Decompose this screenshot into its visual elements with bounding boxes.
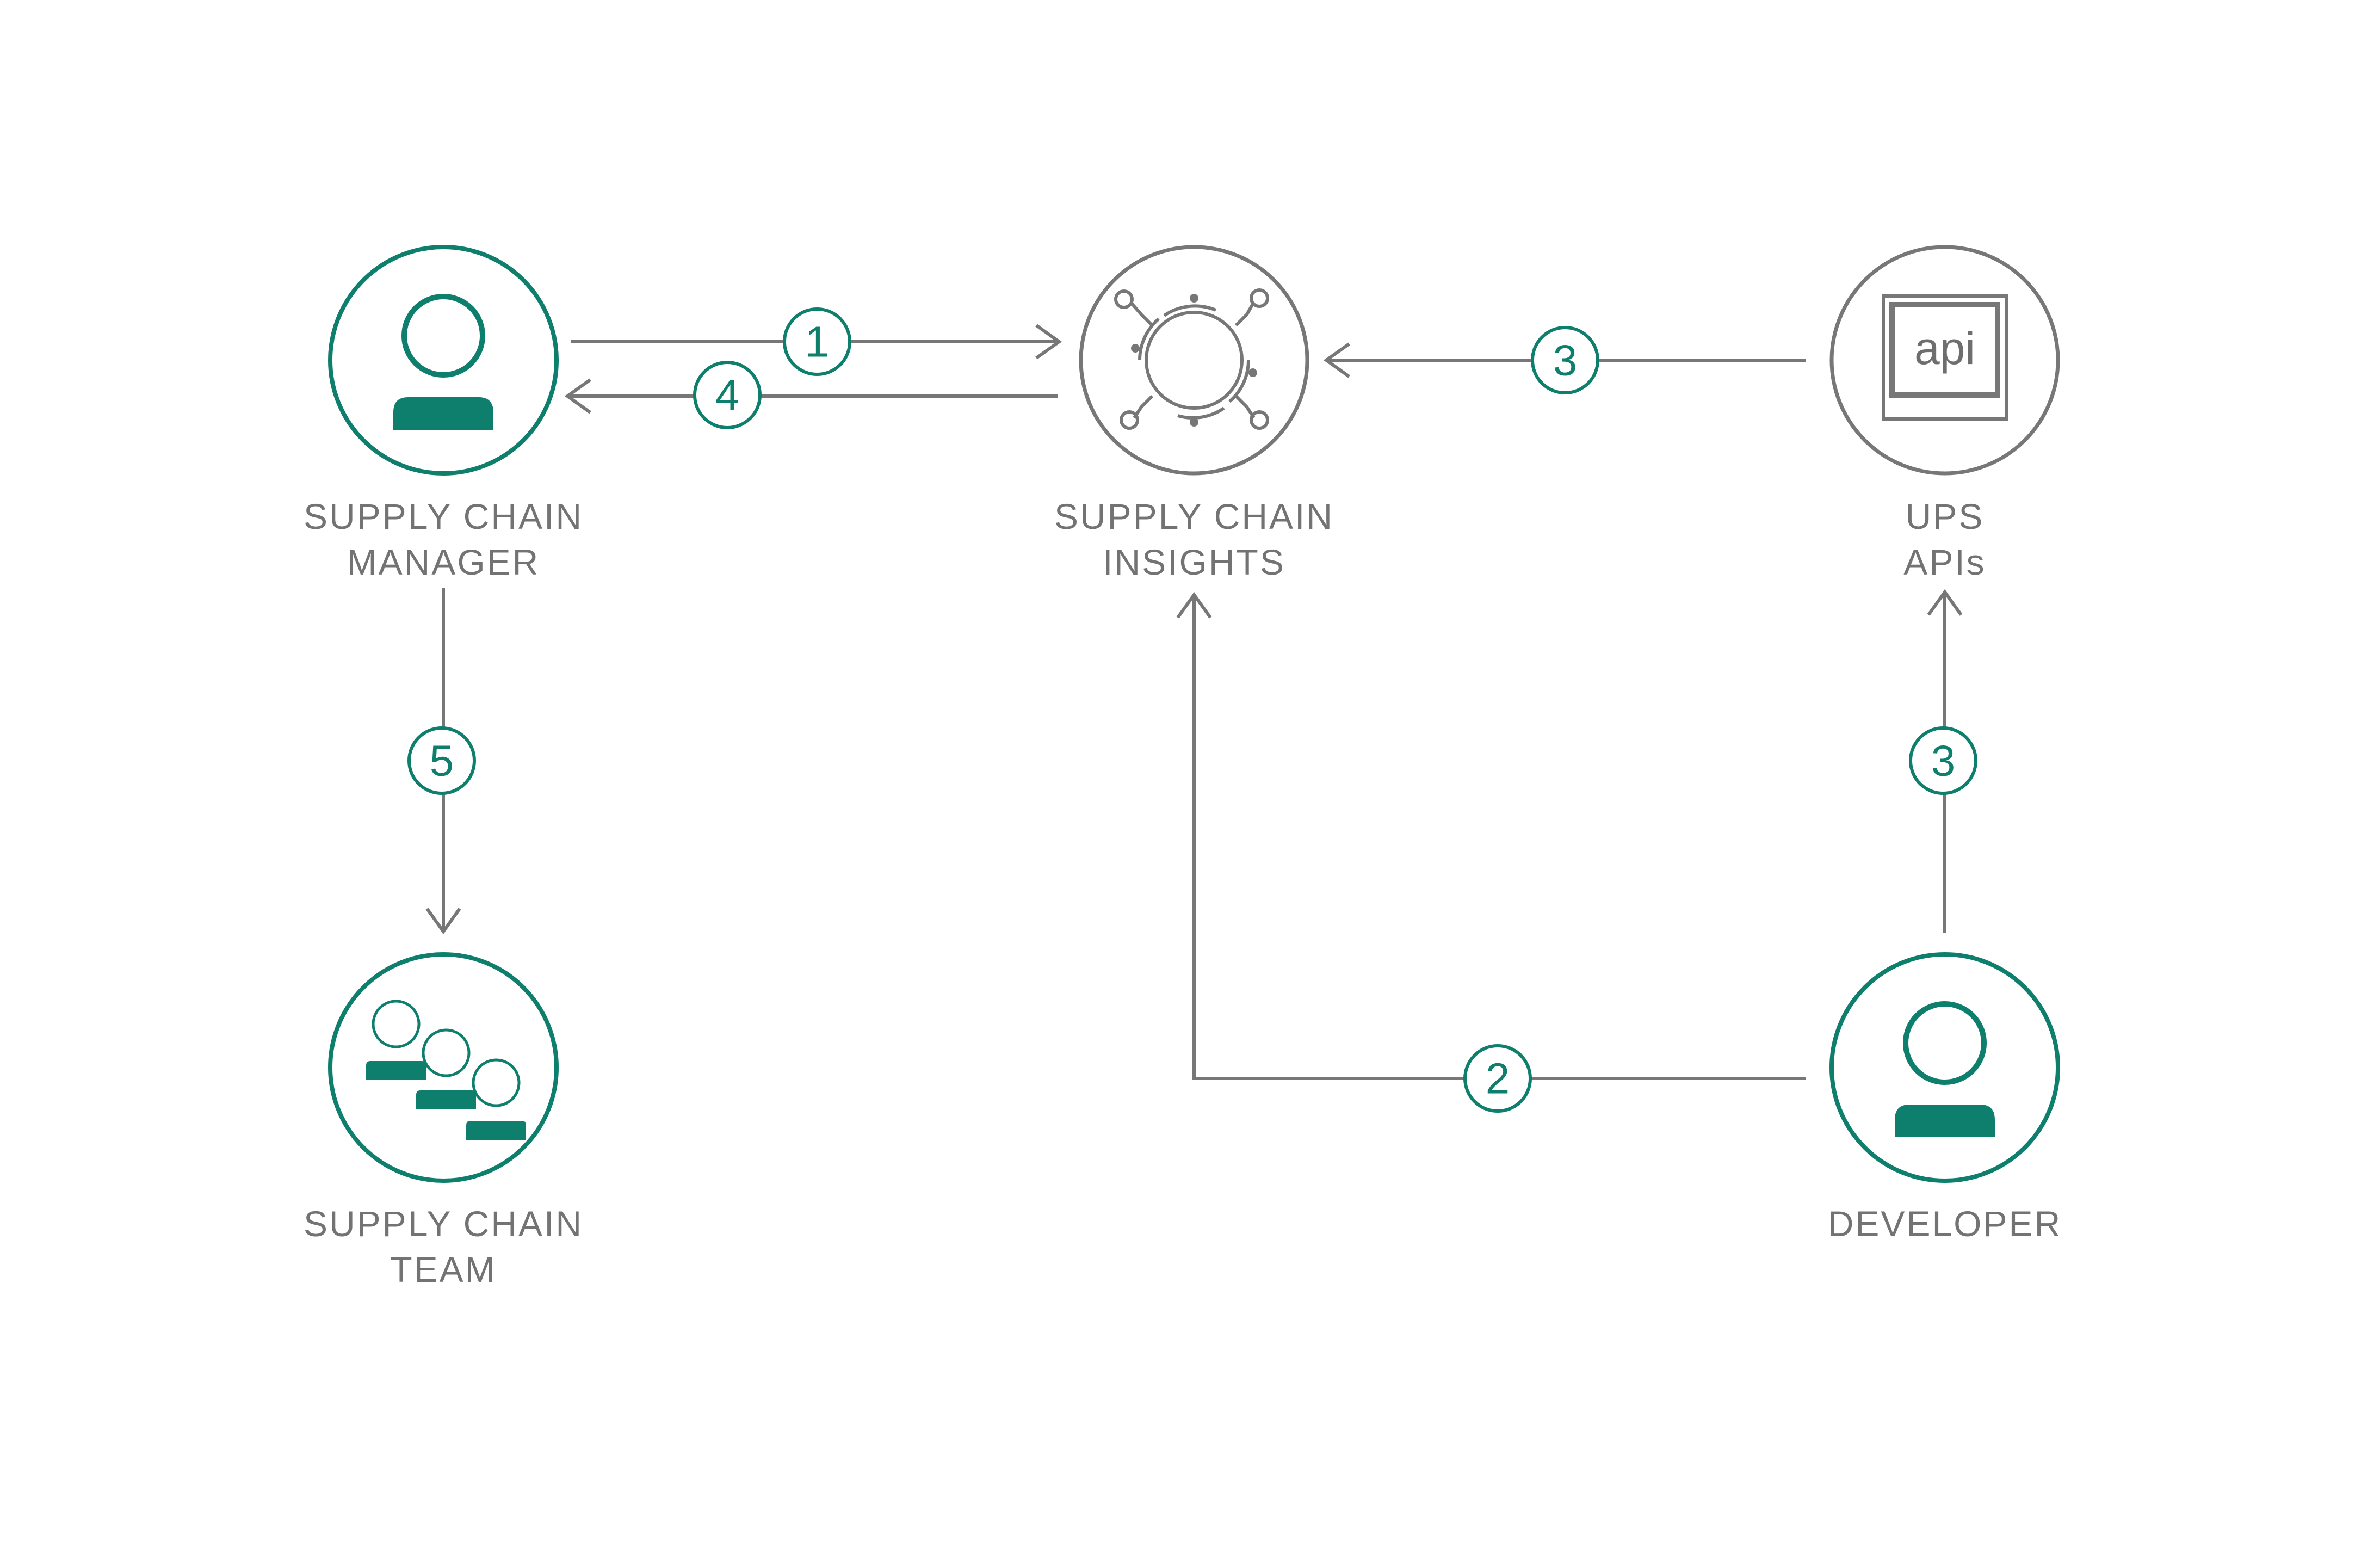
svg-text:3: 3 (1553, 336, 1578, 385)
step-badge-3-top: 3 (1531, 326, 1599, 394)
step-badge-3-right: 3 (1909, 726, 1977, 795)
node-label-line1: SUPPLY CHAIN (304, 1204, 583, 1244)
node-supply-chain-insights: SUPPLY CHAIN INSIGHTS (1054, 245, 1334, 582)
node-developer: DEVELOPER (1828, 952, 2062, 1244)
svg-text:1: 1 (805, 318, 830, 366)
step-badge-5: 5 (407, 726, 476, 795)
node-ups-apis: api UPS APIs (1829, 245, 2060, 582)
node-label-line1: UPS (1906, 496, 1985, 536)
step-badge-2: 2 (1463, 1044, 1532, 1113)
node-label-line2: APIs (1903, 542, 1986, 582)
node-label-line1: SUPPLY CHAIN (1054, 496, 1334, 536)
node-label-line2: INSIGHTS (1103, 542, 1285, 582)
person-icon (393, 294, 493, 430)
team-icon (366, 1000, 526, 1140)
api-icon: api (1882, 294, 2008, 421)
step-badge-4: 4 (693, 361, 762, 429)
api-icon-text: api (1914, 323, 1975, 374)
node-label-line1: DEVELOPER (1828, 1204, 2062, 1244)
flow-insights-to-manager (564, 378, 1058, 414)
step-badge-1: 1 (783, 307, 851, 376)
flow-developer-to-insights (1176, 591, 1806, 1080)
svg-text:3: 3 (1931, 737, 1956, 785)
node-label-line2: MANAGER (347, 542, 540, 582)
node-supply-chain-team: SUPPLY CHAIN TEAM (304, 952, 583, 1290)
node-supply-chain-manager: SUPPLY CHAIN MANAGER (304, 245, 583, 582)
svg-text:2: 2 (1486, 1054, 1510, 1103)
person-icon (1895, 1001, 1995, 1137)
svg-text:4: 4 (715, 371, 740, 420)
svg-text:5: 5 (430, 737, 454, 785)
node-label-line2: TEAM (390, 1249, 496, 1290)
insights-hub-icon (1114, 288, 1269, 430)
node-label-line1: SUPPLY CHAIN (304, 496, 583, 536)
